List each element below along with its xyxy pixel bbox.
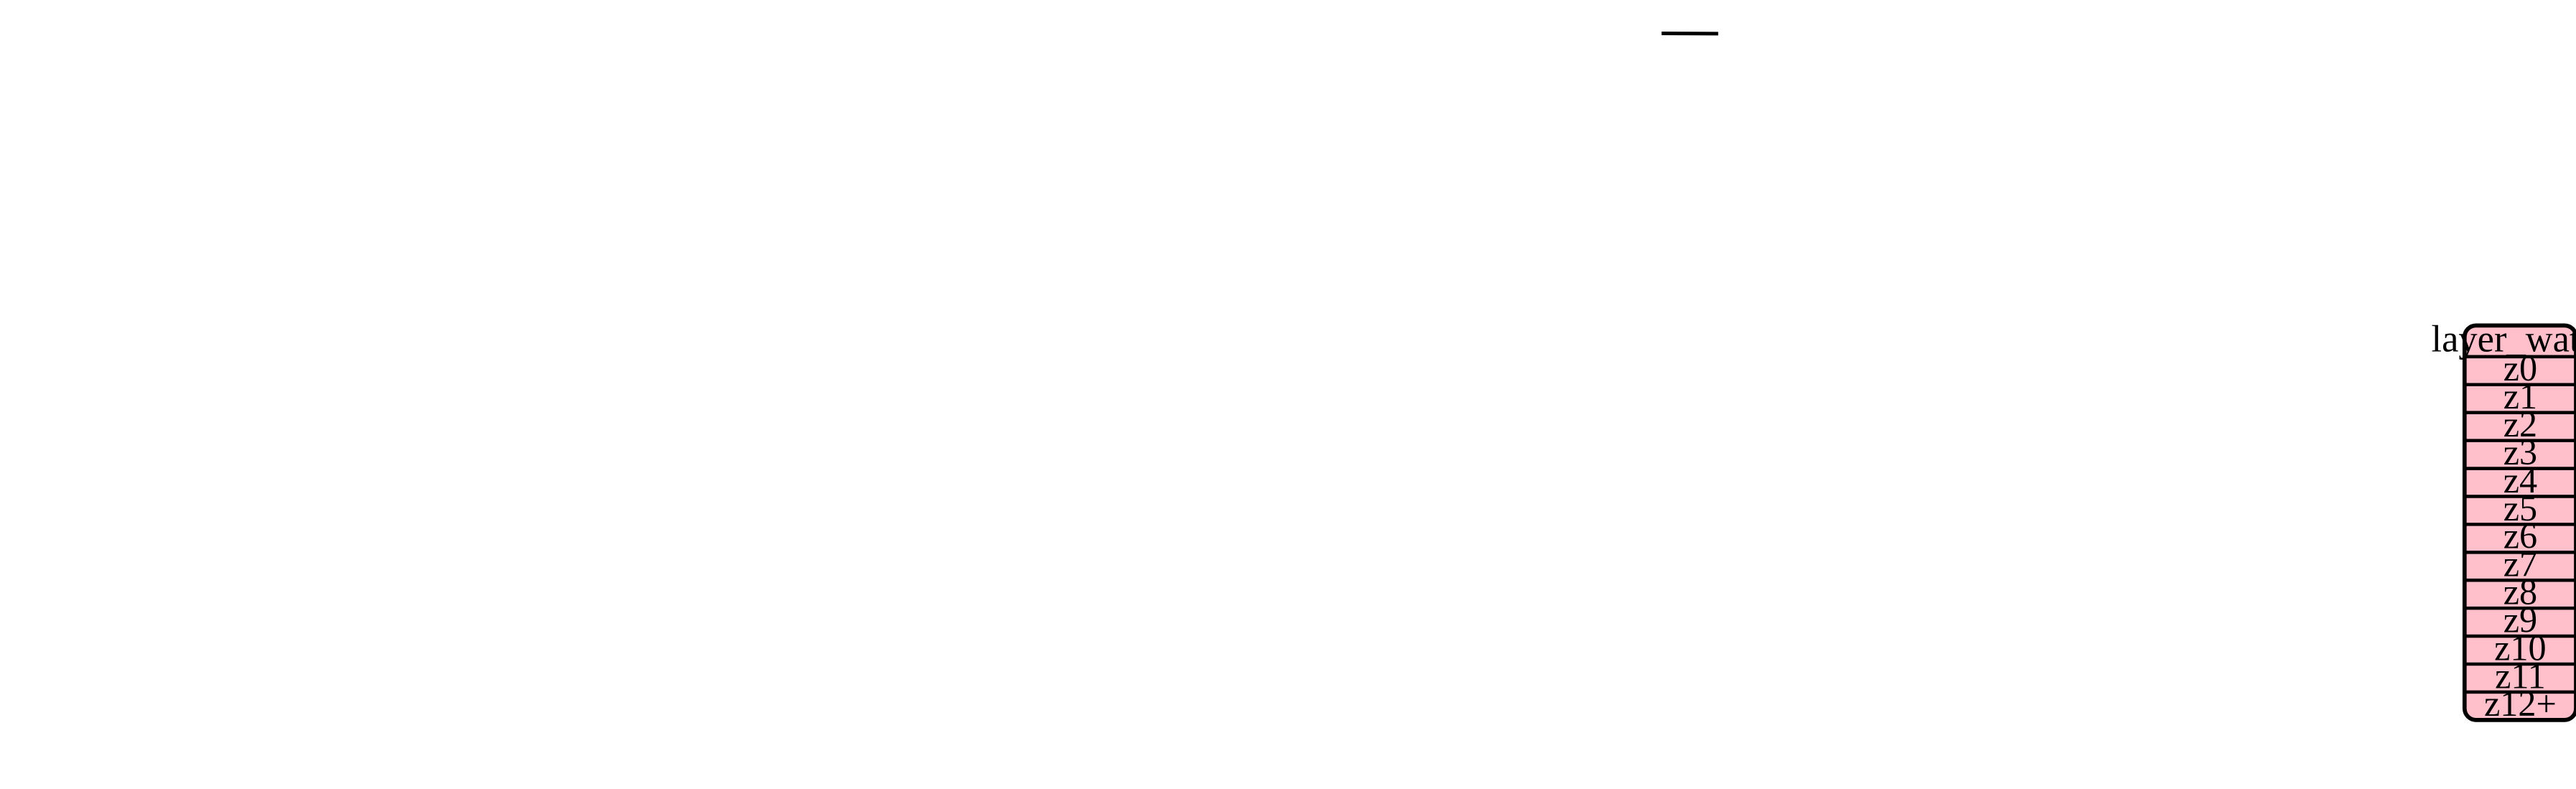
layer-water-table: layer_waterz0z1z2z3z4z5z6z7z8z9z10z11z12… bbox=[2432, 318, 2576, 724]
table-row-z1[interactable]: z1 bbox=[2503, 376, 2537, 416]
table-row-z11[interactable]: z11 bbox=[2495, 655, 2546, 696]
table-row-z4[interactable]: z4 bbox=[2503, 460, 2537, 500]
table-row-z3[interactable]: z3 bbox=[2503, 432, 2537, 472]
table-row-z9[interactable]: z9 bbox=[2503, 599, 2537, 640]
table-row-z12+[interactable]: z12+ bbox=[2484, 683, 2557, 724]
table-row-z2[interactable]: z2 bbox=[2503, 404, 2537, 444]
table-row-z6[interactable]: z6 bbox=[2503, 516, 2537, 556]
table-row-z5[interactable]: z5 bbox=[2503, 488, 2537, 528]
layer-water-table-title: layer_water bbox=[2432, 318, 2576, 360]
table-row-z7[interactable]: z7 bbox=[2503, 544, 2537, 584]
table-row-z10[interactable]: z10 bbox=[2494, 627, 2546, 668]
table-row-z0[interactable]: z0 bbox=[2503, 348, 2537, 388]
table-row-z8[interactable]: z8 bbox=[2503, 571, 2537, 612]
